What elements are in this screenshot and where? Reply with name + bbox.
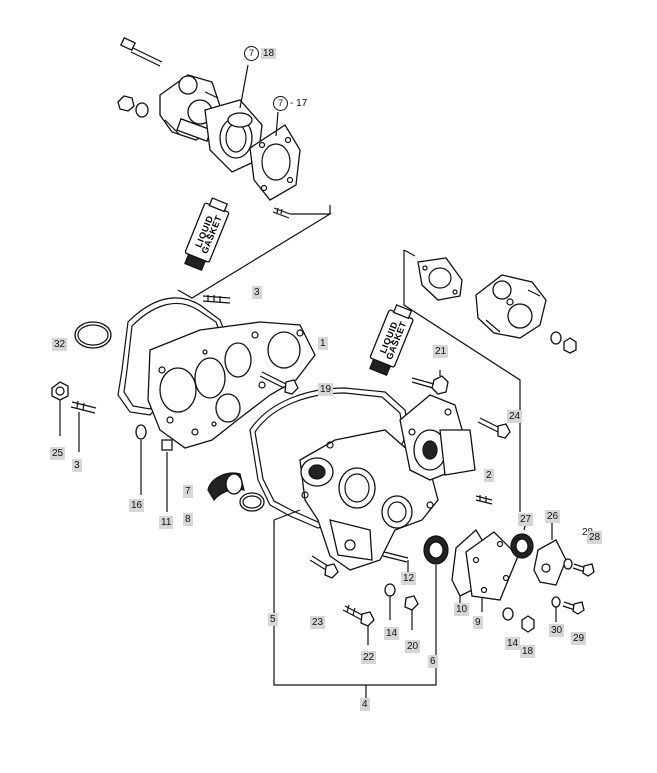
top-washer: [135, 102, 149, 118]
assembly-bracket-4: [273, 520, 437, 686]
oil-seal-6: [423, 535, 449, 655]
callout-1: 1: [318, 337, 328, 350]
bolt-21: [411, 370, 449, 395]
bolt-22: [342, 604, 375, 645]
ref-7-17-circle: 7: [273, 96, 288, 111]
top-stud: [272, 207, 291, 219]
oring-32: [74, 321, 112, 349]
callout-12: 12: [401, 572, 417, 585]
backplate-gasket: [117, 297, 231, 416]
top-bracket-line: [177, 213, 333, 299]
callout-18: 18: [520, 645, 536, 658]
callout-24: 24: [507, 410, 523, 423]
callout-26: 26: [545, 510, 561, 523]
left-gasket-tube: LIQUID GASKET: [184, 197, 230, 272]
callout-4: 4: [360, 698, 370, 711]
cover-plate-9: [465, 531, 519, 612]
callout-29: 29: [571, 632, 587, 645]
callout-7: 7: [183, 485, 193, 498]
callout-22: 22: [361, 651, 377, 664]
bolt-29: [562, 601, 585, 615]
washer-14-left: [384, 583, 396, 620]
callout-27: 27: [518, 513, 534, 526]
right-bracket-line: [403, 250, 521, 512]
top-bolt: [120, 36, 163, 67]
right-washer: [550, 331, 562, 345]
callout-20: 20: [405, 640, 421, 653]
front-cover-gasket: [249, 387, 411, 529]
bolt-2: [475, 495, 493, 505]
callout-23: 23: [310, 616, 326, 629]
callout-3-upper: 3: [252, 286, 262, 299]
right-nut: [563, 337, 577, 354]
callout-30: 30: [549, 624, 565, 637]
washer-14-right: [502, 607, 514, 621]
callout-21: 21: [433, 345, 449, 358]
bolt-12: [382, 551, 409, 572]
oil-seal-7: [207, 472, 245, 502]
callout-16: 16: [129, 499, 145, 512]
top-pump-assembly: [117, 36, 301, 219]
bolt-20: [404, 595, 419, 630]
housing-26: [533, 522, 567, 586]
ref-7-18-circle: 7: [244, 46, 259, 61]
callout-10: 10: [454, 603, 470, 616]
gasket-27: [510, 521, 534, 559]
pump-housing: [399, 394, 476, 481]
ref-7-17: 7- 17: [271, 95, 309, 112]
callout-5: 5: [268, 613, 278, 626]
back-plate: [147, 321, 316, 449]
bolt-28: [572, 563, 595, 577]
callout-2: 2: [484, 469, 494, 482]
callout-8: 8: [183, 513, 193, 526]
right-pump-body: [475, 274, 547, 339]
washer-30: [551, 596, 561, 622]
callout-19: 19: [318, 383, 334, 396]
bolt-19: [259, 371, 299, 395]
ref-7-18-suffix: 18: [261, 48, 277, 59]
callout-14-left: 14: [384, 627, 400, 640]
bolt-25: [51, 381, 69, 436]
bolt-23: [309, 555, 339, 579]
callout-32: 32: [52, 338, 68, 351]
callout-14-right: 14: [505, 637, 521, 650]
ref-7-17-suffix: - 17: [290, 98, 308, 109]
callout-25: 25: [50, 447, 66, 460]
right-pump-gasket: [417, 257, 463, 301]
bolt-24: [477, 417, 511, 439]
top-pump-body: [159, 74, 221, 142]
nut-18: [521, 615, 535, 633]
callout-9: 9: [473, 616, 483, 629]
stud-3-upper: [202, 295, 231, 304]
washer-28: [563, 558, 573, 570]
top-gasket: [249, 124, 301, 201]
front-timing-cover: [299, 429, 439, 571]
top-nut: [117, 95, 135, 112]
plug-11: [161, 439, 173, 512]
dowel-16: [135, 424, 147, 495]
callout-28-b: 28: [587, 531, 603, 544]
top-oring: [227, 112, 253, 128]
callout-6: 6: [428, 655, 438, 668]
callout-3-lower: 3: [72, 459, 82, 472]
right-gasket-tube: LIQUID GASKET: [369, 304, 414, 377]
callout-11: 11: [159, 516, 174, 529]
stud-3-lower: [70, 400, 97, 452]
